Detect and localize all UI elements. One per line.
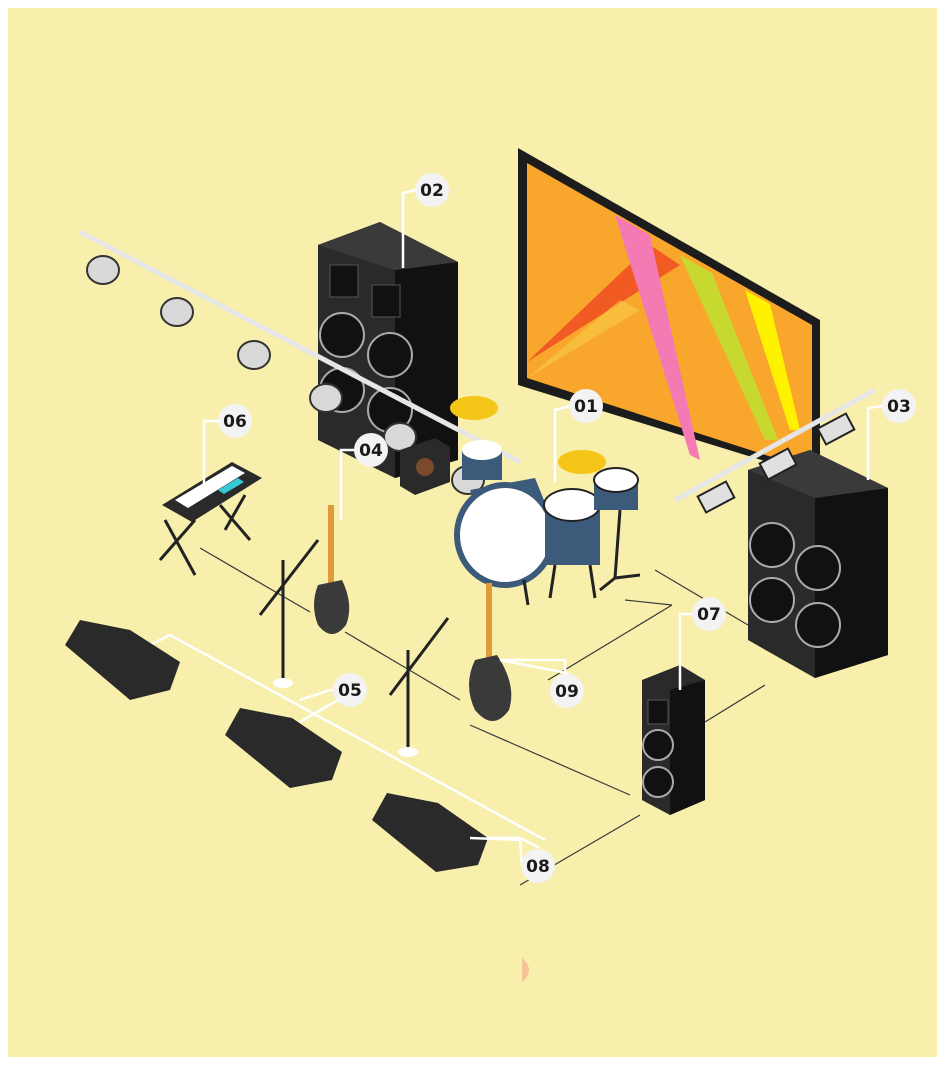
label-07-text: 07 [697,605,721,625]
label-05-text: 05 [338,681,362,701]
label-04-text: 04 [359,441,383,461]
label-08-text: 08 [526,857,550,877]
label-06-text: 06 [223,412,247,432]
label-02-text: 02 [420,181,444,201]
label-09-text: 09 [555,682,579,702]
label-03-text: 03 [887,397,911,417]
main-speaker-right [748,450,888,678]
label-01-text: 01 [574,397,598,417]
small-speaker [642,665,705,815]
